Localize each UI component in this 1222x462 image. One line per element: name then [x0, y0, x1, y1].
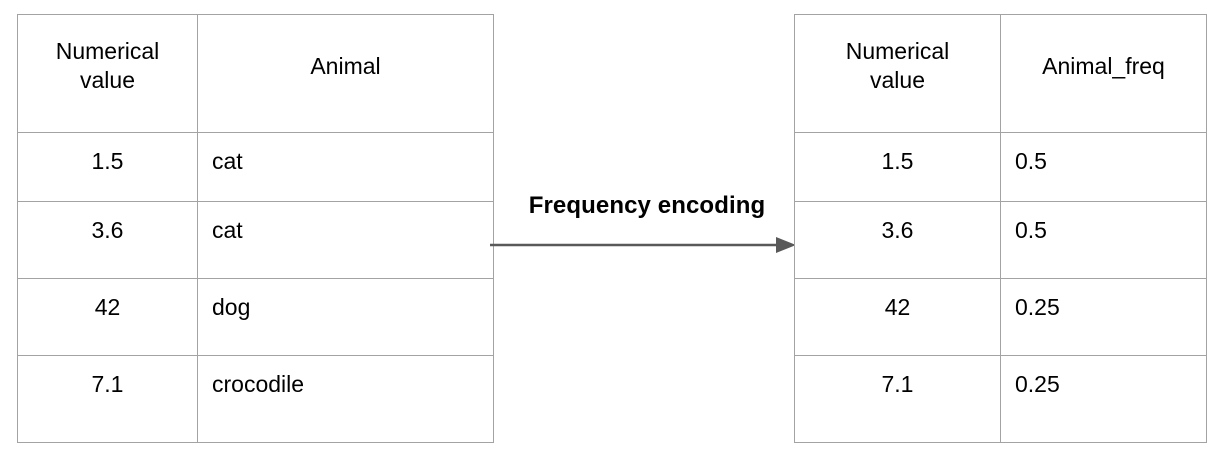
value-numerical: 3.6 — [91, 217, 124, 243]
header-cell-numerical-value: Numerical value — [17, 14, 198, 133]
cell-numerical-value: 7.1 — [794, 355, 1001, 443]
cell-animal-freq: 0.25 — [1000, 355, 1207, 443]
cell-animal-freq: 0.25 — [1000, 278, 1207, 356]
table-header-row: Numerical value Animal — [17, 14, 494, 133]
table-row: 42 dog — [17, 278, 494, 356]
header-label-numerical-value: Numerical value — [18, 15, 197, 95]
value-numerical: 7.1 — [91, 371, 124, 397]
transformation-label: Frequency encoding — [528, 192, 766, 219]
header-line-2: value — [80, 67, 135, 93]
value-numerical: 7.1 — [881, 371, 914, 397]
table-row: 7.1 crocodile — [17, 355, 494, 443]
cell-animal: dog — [197, 278, 494, 356]
table-row: 3.6 0.5 — [794, 201, 1207, 279]
source-table: Numerical value Animal 1.5 cat 3.6 — [17, 14, 494, 443]
header-label-animal-freq: Animal_freq — [1042, 53, 1165, 79]
table-row: 1.5 0.5 — [794, 132, 1207, 202]
table-row: 7.1 0.25 — [794, 355, 1207, 443]
cell-animal: cat — [197, 201, 494, 279]
cell-numerical-value: 42 — [794, 278, 1001, 356]
cell-numerical-value: 1.5 — [17, 132, 198, 202]
cell-numerical-value: 3.6 — [17, 201, 198, 279]
value-numerical: 3.6 — [881, 217, 914, 243]
header-line-1: Numerical — [55, 38, 160, 64]
cell-numerical-value: 3.6 — [794, 201, 1001, 279]
cell-animal: cat — [197, 132, 494, 202]
cell-animal: crocodile — [197, 355, 494, 443]
value-animal: cat — [212, 217, 243, 243]
value-animal: cat — [212, 148, 243, 174]
value-animal: dog — [212, 294, 251, 320]
cell-numerical-value: 42 — [17, 278, 198, 356]
cell-animal-freq: 0.5 — [1000, 132, 1207, 202]
right-arrow-icon — [490, 237, 796, 253]
value-numerical: 1.5 — [881, 148, 914, 174]
value-animal: crocodile — [212, 371, 305, 397]
header-line-2: value — [870, 67, 925, 93]
cell-animal-freq: 0.5 — [1000, 201, 1207, 279]
encoded-table: Numerical value Animal_freq 1.5 0.5 3.6 — [794, 14, 1207, 443]
table-row: 42 0.25 — [794, 278, 1207, 356]
value-numerical: 42 — [94, 294, 121, 320]
header-label-numerical-value: Numerical value — [795, 15, 1000, 95]
header-cell-animal: Animal — [197, 14, 494, 133]
value-numerical: 1.5 — [91, 148, 124, 174]
header-line-1: Numerical — [845, 38, 950, 64]
cell-numerical-value: 1.5 — [794, 132, 1001, 202]
table-row: 1.5 cat — [17, 132, 494, 202]
header-label-animal: Animal — [310, 53, 381, 79]
value-animal-freq: 0.5 — [1015, 148, 1047, 174]
header-cell-numerical-value: Numerical value — [794, 14, 1001, 133]
value-numerical: 42 — [884, 294, 911, 320]
value-animal-freq: 0.5 — [1015, 217, 1047, 243]
value-animal-freq: 0.25 — [1015, 294, 1060, 320]
table-header-row: Numerical value Animal_freq — [794, 14, 1207, 133]
cell-numerical-value: 7.1 — [17, 355, 198, 443]
value-animal-freq: 0.25 — [1015, 371, 1060, 397]
table-row: 3.6 cat — [17, 201, 494, 279]
header-cell-animal-freq: Animal_freq — [1000, 14, 1207, 133]
